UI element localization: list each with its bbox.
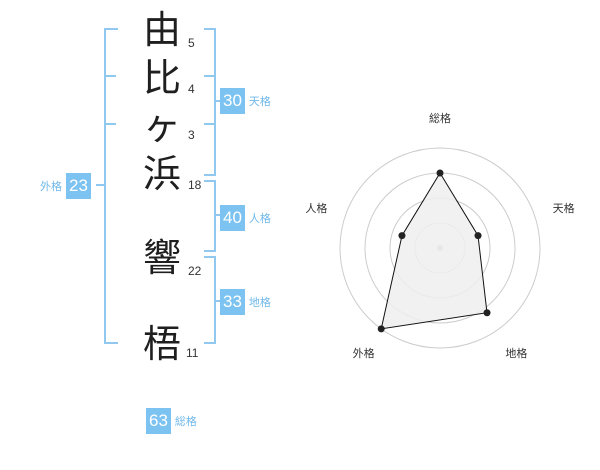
gaikaku-value: 23 — [66, 173, 91, 199]
stroke-count-5: 22 — [188, 264, 202, 278]
chikaku-badge: 33 地格 — [220, 289, 271, 315]
bracket-tick — [204, 75, 214, 77]
radar-series — [377, 169, 491, 333]
radar-point-1 — [436, 169, 444, 177]
stroke-count-4: 18 — [188, 178, 202, 192]
radar-point-3 — [483, 309, 491, 317]
radar-point-4 — [377, 325, 385, 333]
bracket-tick — [204, 123, 214, 125]
gaikaku-bracket — [104, 28, 118, 344]
soukaku-value: 63 — [146, 408, 171, 434]
name-char-5: 響 — [142, 236, 181, 280]
radar-axis-label-5: 人格 — [305, 201, 327, 215]
jinkaku-value: 40 — [220, 205, 245, 231]
stroke-count-2: 4 — [188, 82, 195, 96]
name-char-6: 梧 — [142, 322, 181, 366]
radar-axis-label-1: 総格 — [429, 111, 451, 125]
bracket-tick — [104, 75, 116, 77]
stroke-count-6: 11 — [186, 346, 199, 360]
chikaku-value: 33 — [220, 289, 245, 315]
gaikaku-badge: 23 外格 — [40, 173, 91, 199]
bracket-tick — [214, 100, 220, 102]
tenkaku-value: 30 — [220, 88, 245, 114]
stroke-count-1: 5 — [188, 36, 195, 50]
bracket-tick — [214, 214, 220, 216]
radar-axis-label-2: 天格 — [553, 201, 575, 215]
name-char-1: 由 — [142, 8, 181, 52]
name-char-4: 浜 — [142, 152, 181, 196]
gaikaku-label: 外格 — [40, 180, 62, 193]
bracket-tick — [214, 300, 220, 302]
chikaku-label: 地格 — [248, 296, 271, 309]
bracket-tick — [104, 123, 116, 125]
radar-axis-label-3: 地格 — [505, 346, 527, 360]
tenkaku-bracket — [204, 28, 216, 176]
jinkaku-badge: 40 人格 — [220, 205, 271, 231]
jinkaku-bracket — [204, 180, 216, 252]
soukaku-badge: 63 総格 — [146, 408, 197, 434]
stroke-count-3: 3 — [188, 128, 195, 142]
name-char-2: 比 — [142, 56, 181, 100]
radar-axis-label-4: 外格 — [353, 346, 375, 360]
tenkaku-badge: 30 天格 — [220, 88, 271, 114]
radar-point-5 — [398, 232, 406, 240]
name-char-3: ヶ — [142, 104, 181, 148]
tenkaku-label: 天格 — [248, 95, 271, 108]
radar-point-2 — [474, 232, 482, 240]
jinkaku-label: 人格 — [248, 212, 271, 225]
radar-ring — [339, 147, 541, 349]
bracket-tick — [96, 184, 106, 186]
radar-polygon — [380, 172, 488, 330]
soukaku-label: 総格 — [174, 415, 197, 428]
